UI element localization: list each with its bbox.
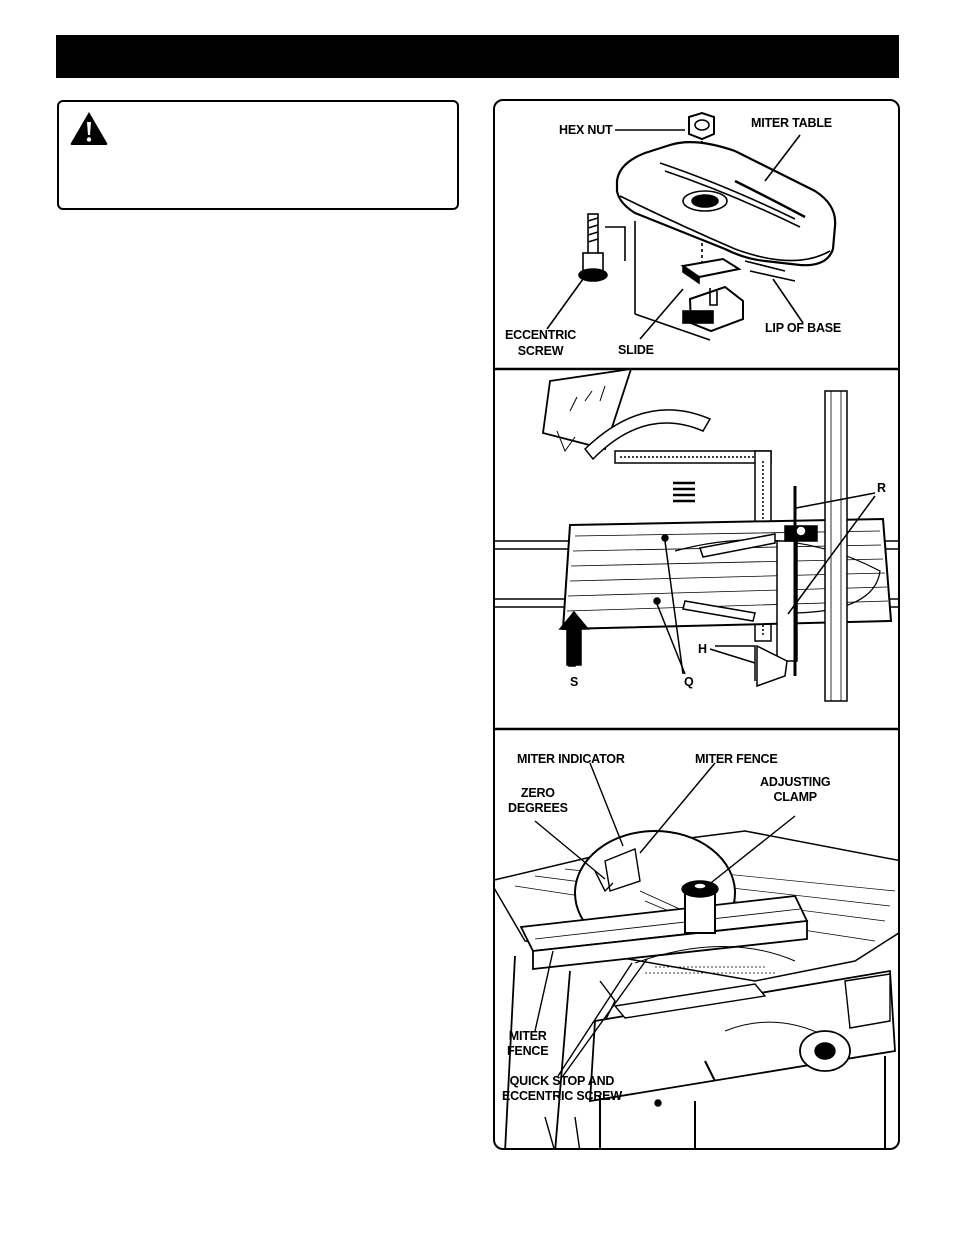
hex-nut-label: HEX NUT: [559, 123, 613, 137]
miter-indicator-label: MITER INDICATOR: [517, 752, 625, 766]
warning-triangle-icon: [70, 112, 108, 145]
slide-label: SLIDE: [618, 343, 654, 357]
quick-stop-label: QUICK STOP AND ECCENTRIC SCREW: [502, 1074, 622, 1103]
adjusting-clamp-label: ADJUSTING CLAMP: [760, 775, 831, 804]
figure1-drawing: [546, 111, 837, 341]
header-bar: [56, 35, 899, 78]
label-q: Q: [684, 675, 694, 689]
miter-fence-left-label: MITER FENCE: [507, 1029, 549, 1058]
miter-table-label: MITER TABLE: [751, 116, 832, 130]
label-h: H: [698, 642, 707, 656]
label-s: S: [570, 675, 579, 689]
figure2-drawing: [495, 367, 898, 702]
warning-box: [57, 100, 459, 210]
miter-fence-top-label: MITER FENCE: [695, 752, 778, 766]
figure-panel: HEX NUT MITER TABLE ECCENTRIC SCREW SLID…: [493, 99, 900, 1150]
eccentric-screw-label: ECCENTRIC SCREW: [505, 328, 577, 358]
figure3-drawing: [495, 762, 898, 1148]
label-r: R: [877, 481, 886, 495]
zero-degrees-label: ZERO DEGREES: [508, 786, 568, 815]
lip-of-base-label: LIP OF BASE: [765, 321, 842, 335]
figure-illustrations: [495, 111, 898, 1148]
